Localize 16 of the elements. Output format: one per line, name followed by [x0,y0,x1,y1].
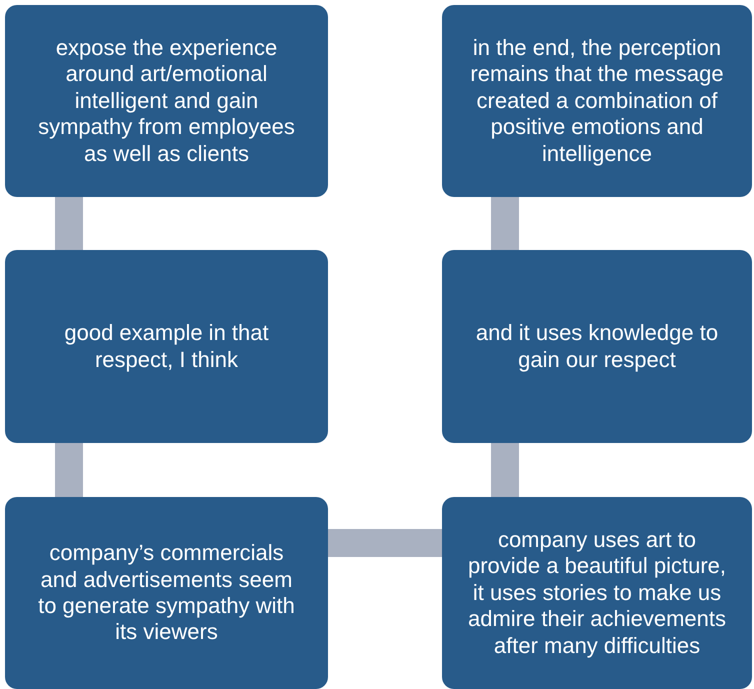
box-text: good example in that respect, I think [63,320,270,373]
process-box [5,497,328,689]
box-text: in the end, the perception remains that the message created a combination of positive emotions and intelligence [469,35,725,167]
connector-bar [491,443,519,497]
process-box [442,250,752,443]
box-text: company uses art to provide a beautiful picture, it uses stories to make us admire their achievements after many difficulties [466,527,728,659]
connector-bar [328,529,442,557]
box-text: company’s commercials and advertisements seem to generate sympathy with its viewers [37,540,296,646]
connector-bar [55,197,83,250]
process-box [442,497,752,689]
box-text: and it uses knowledge to gain our respect [474,320,720,373]
process-box [5,5,328,197]
process-box [5,250,328,443]
box-text: expose the experience around art/emotional intelligent and gain sympathy from employees as well as clients [37,35,296,167]
process-box [442,5,752,197]
connector-bar [55,443,83,497]
